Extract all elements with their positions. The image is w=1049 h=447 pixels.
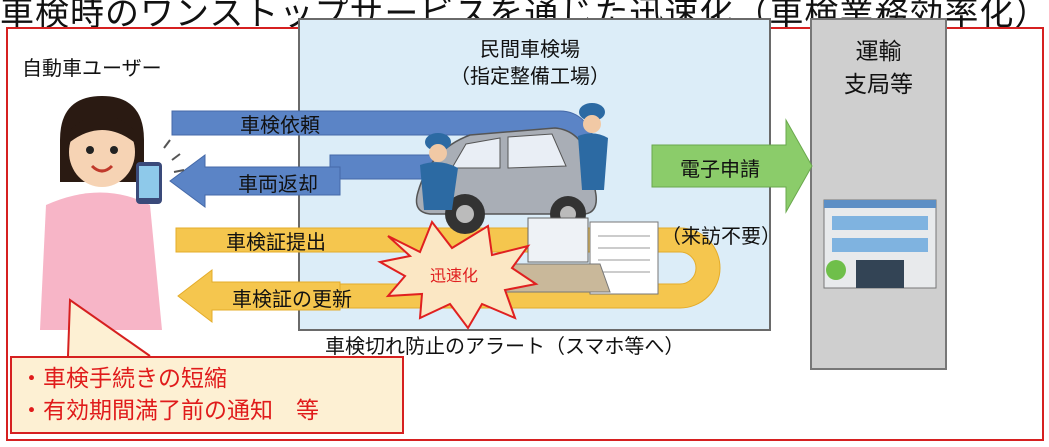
user-woman-icon: [40, 96, 162, 330]
mechanic-left-icon: [420, 133, 458, 210]
speedup-starburst: [377, 219, 539, 330]
office-title-line1: 運輸: [855, 39, 902, 65]
building-icon: [823, 199, 937, 289]
return-label: 車両返却: [238, 172, 318, 196]
benefit-callout-pointer: [67, 298, 151, 357]
return-arrow: [169, 154, 341, 208]
office-title: 運輸 支局等: [810, 36, 947, 102]
certificate-submit-label: 車検証提出: [226, 230, 326, 254]
alert-note: 車検切れ防止のアラート（スマホ等へ）: [325, 334, 685, 358]
office-title-line2: 支局等: [844, 72, 913, 98]
no-visit-note: （来訪不要）: [661, 224, 781, 248]
user-label: 自動車ユーザー: [22, 56, 162, 80]
benefit-item: ・車検手続きの短縮: [20, 366, 227, 392]
benefits-box: ・車検手続きの短縮 ・有効期間満了前の通知 等: [10, 356, 404, 434]
e-application-label: 電子申請: [680, 157, 760, 181]
e-application-arrow: [651, 118, 813, 214]
mechanic-right-icon: [578, 103, 608, 190]
shop-title: 民間車検場 （指定整備工場）: [380, 36, 680, 90]
benefit-item: ・有効期間満了前の通知 等: [20, 398, 319, 424]
shop-title-line1: 民間車検場: [480, 37, 580, 61]
request-label: 車検依頼: [240, 113, 320, 137]
phone-signal-icon: [163, 139, 185, 173]
shop-title-line2: （指定整備工場）: [450, 64, 610, 88]
certificate-update-label: 車検証の更新: [232, 287, 352, 311]
speedup-label: 迅速化: [430, 266, 479, 285]
certificate-update-arrow: [177, 268, 341, 324]
transport-office-box: [810, 18, 947, 370]
